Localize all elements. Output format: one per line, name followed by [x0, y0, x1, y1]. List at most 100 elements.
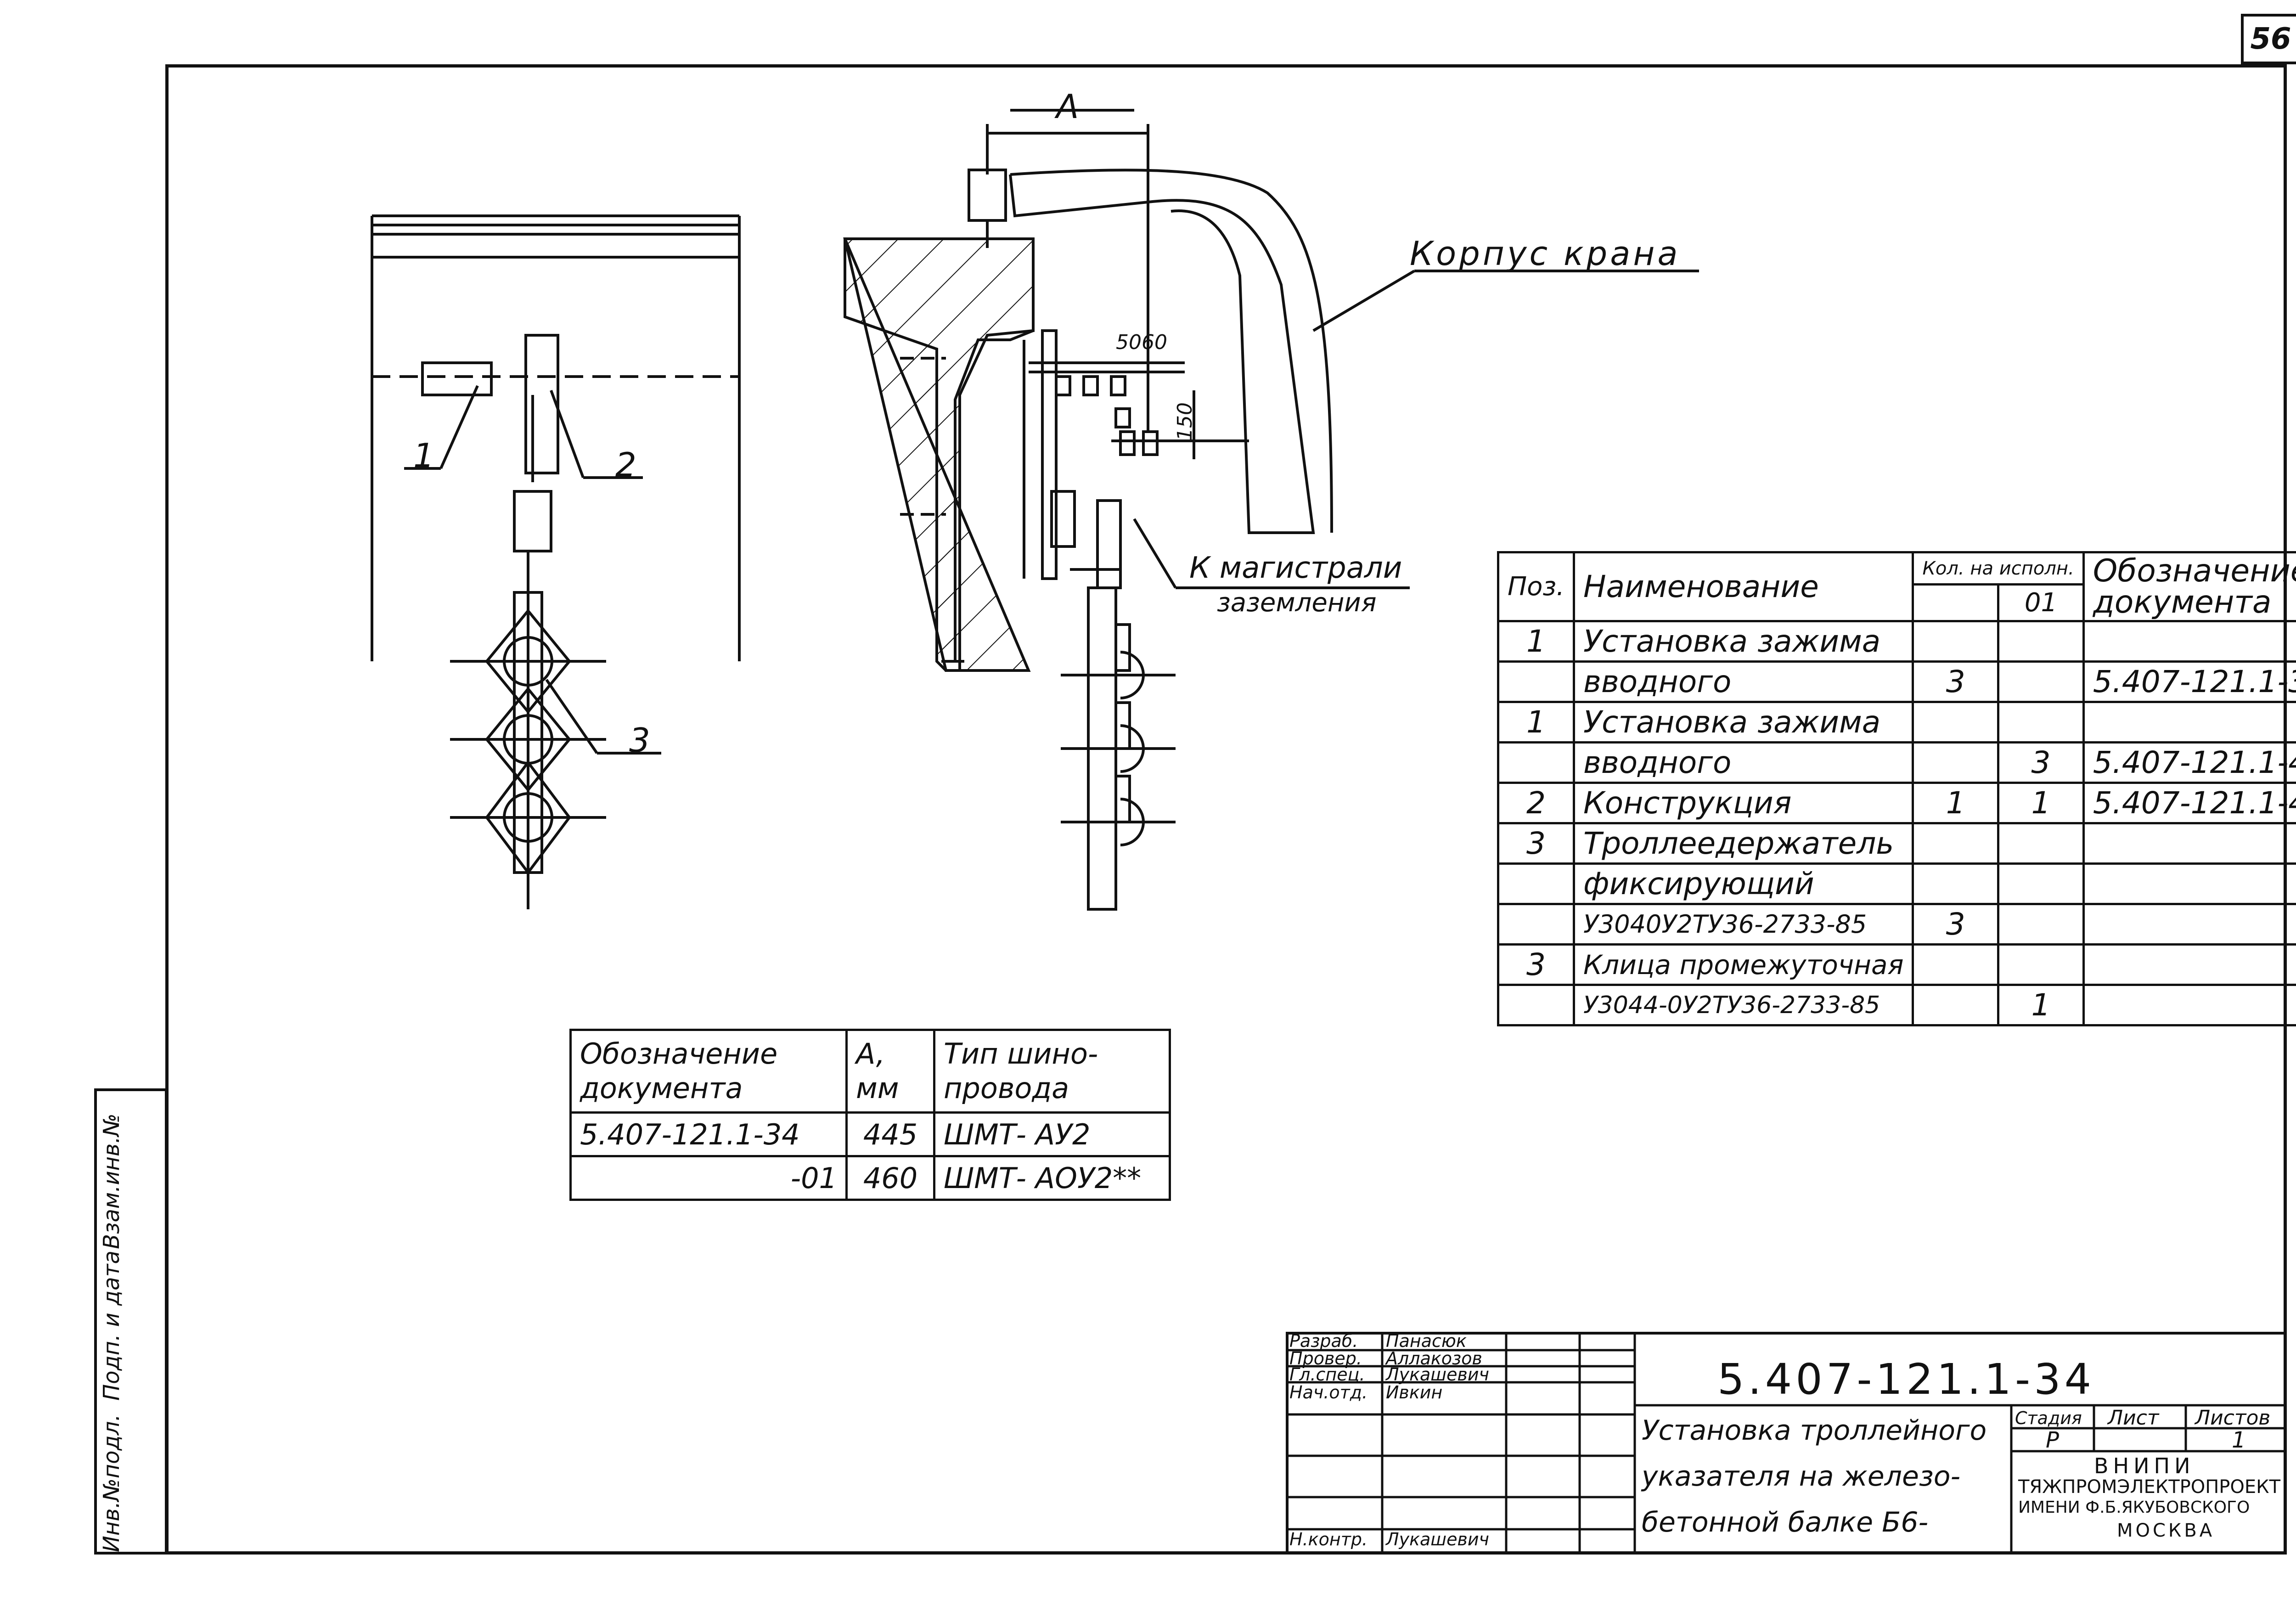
variant-type: ШМТ- АУ2: [933, 1111, 1171, 1157]
tb-role-2: Гл.спец.: [1289, 1364, 1365, 1385]
tb-role-3: Нач.отд.: [1289, 1382, 1368, 1403]
spec-q0: [1912, 701, 2000, 744]
tb-sheets: 1: [2232, 1427, 2246, 1453]
dim-a-label: A: [1056, 87, 1079, 126]
variant-row: 5.407-121.1-34 445 ШМТ- АУ2: [569, 1111, 1171, 1157]
spec-q0: [1912, 822, 2000, 865]
tb-sheets-label: Листов: [2195, 1406, 2271, 1430]
tb-sheet-label: Лист: [2108, 1406, 2159, 1430]
variant-doc: -01: [569, 1155, 848, 1201]
spec-row: 3 Троллеедержатель: [1497, 822, 2296, 865]
variant-header-doc: Обозначение документа: [569, 1029, 848, 1114]
spec-row: У3040У2ТУ36-2733-85 3: [1497, 903, 2296, 946]
tb-org-line-2: ТЯЖПРОМЭЛЕКТРОПРОЕКТ: [2018, 1476, 2281, 1498]
spec-q1: [1997, 943, 2085, 986]
tb-role-0: Разраб.: [1289, 1331, 1358, 1351]
variant-doc: 5.407-121.1-34: [569, 1111, 848, 1157]
tb-name-1: Аллакозов: [1386, 1348, 1482, 1369]
spec-pos: 1: [1497, 701, 1575, 744]
spec-name: Троллеедержатель: [1572, 822, 1914, 865]
spec-q0: [1912, 943, 2000, 986]
label-crane-body: Корпус крана: [1410, 234, 1681, 273]
spec-q1: 1: [1997, 782, 2085, 824]
variant-header-type: Тип шино- провода: [933, 1029, 1171, 1114]
spec-row: фиксирующий: [1497, 862, 2296, 905]
variant-type: ШМТ- АОУ2**: [933, 1155, 1171, 1201]
side-stamp: [94, 1088, 168, 1555]
tb-stage-label: Стадия: [2015, 1408, 2082, 1428]
label-ground-line-2: заземления: [1217, 588, 1377, 618]
spec-row: У3044-0У2ТУ36-2733-85 1: [1497, 984, 2296, 1026]
variant-table: Обозначение документа A, мм Тип шино- пр…: [569, 1029, 1171, 1201]
page-number: 56: [2241, 14, 2296, 64]
spec-q0: [1912, 862, 2000, 905]
callout-1: 1: [413, 436, 434, 475]
spec-q1: [1997, 822, 2085, 865]
spec-doc: 5.407-121.1-40: [2082, 741, 2296, 784]
spec-header-qty: Кол. на исполн.: [1912, 551, 2085, 586]
tb-title-line-2: указателя на железо-: [1642, 1460, 1961, 1493]
dim-5060-label: 5060: [1116, 331, 1167, 354]
spec-q0: 1: [1912, 782, 2000, 824]
spec-q0: [1912, 741, 2000, 784]
tb-role-1: Провер.: [1289, 1348, 1362, 1369]
spec-header-qty-01: 01: [1997, 583, 2085, 622]
tb-org-line-4: МОСКВА: [2117, 1520, 2215, 1541]
spec-header-name: Наименование: [1572, 551, 1914, 622]
spec-name: вводного: [1572, 660, 1914, 703]
spec-q1: [1997, 903, 2085, 946]
spec-pos: 3: [1497, 822, 1575, 865]
tb-name-0: Панасюк: [1386, 1331, 1467, 1351]
spec-row: вводного 3 5.407-121.1-40: [1497, 741, 2296, 784]
variant-row: -01 460 ШМТ- АОУ2**: [569, 1155, 1171, 1201]
spec-q1: 1: [1997, 984, 2085, 1026]
spec-doc: [2082, 943, 2296, 986]
variant-a: 460: [845, 1155, 935, 1201]
spec-header-doc: Обозначение документа: [2082, 551, 2296, 622]
spec-name: Клица промежуточная: [1572, 943, 1914, 986]
spec-row: 3 Клица промежуточная: [1497, 943, 2296, 986]
spec-q0: 3: [1912, 903, 2000, 946]
tb-title-line-1: Установка троллейного: [1642, 1414, 1987, 1447]
spec-name: Установка зажима: [1572, 701, 1914, 744]
spec-q1: [1997, 620, 2085, 663]
spec-doc: [2082, 822, 2296, 865]
spec-pos: 3: [1497, 943, 1575, 986]
tb-name-6: Лукашевич: [1386, 1529, 1489, 1549]
spec-pos: [1497, 903, 1575, 946]
tb-stage: Р: [2046, 1427, 2059, 1453]
specification-table: Поз. Наименование Кол. на исполн. Обозна…: [1497, 551, 2296, 1026]
label-ground-line-1: К магистрали: [1189, 551, 1402, 585]
spec-name: Установка зажима: [1572, 620, 1914, 663]
spec-q0: [1912, 620, 2000, 663]
spec-row: 1 Установка зажима: [1497, 701, 2296, 744]
tb-name-3: Ивкин: [1386, 1382, 1443, 1403]
spec-doc: [2082, 903, 2296, 946]
spec-doc: [2082, 620, 2296, 663]
spec-name: У3044-0У2ТУ36-2733-85: [1572, 984, 1914, 1026]
variant-header-a: A, мм: [845, 1029, 935, 1114]
tb-doc-number: 5.407-121.1-34: [1717, 1355, 2095, 1404]
spec-name: Конструкция: [1572, 782, 1914, 824]
spec-doc: 5.407-121.1-39: [2082, 660, 2296, 703]
callout-2: 2: [615, 445, 636, 484]
spec-doc: [2082, 701, 2296, 744]
tb-org-line-3: ИМЕНИ Ф.Б.ЯКУБОВСКОГО: [2018, 1498, 2250, 1517]
spec-row: вводного 3 5.407-121.1-39: [1497, 660, 2296, 703]
spec-name: фиксирующий: [1572, 862, 1914, 905]
tb-org-line-1: ВНИПИ: [2094, 1453, 2195, 1478]
spec-row: 2 Конструкция 1 1 5.407-121.1-48: [1497, 782, 2296, 824]
spec-doc: [2082, 984, 2296, 1026]
spec-q1: [1997, 660, 2085, 703]
spec-q1: [1997, 701, 2085, 744]
spec-pos: [1497, 660, 1575, 703]
spec-name: У3040У2ТУ36-2733-85: [1572, 903, 1914, 946]
tb-name-2: Лукашевич: [1386, 1364, 1489, 1385]
spec-pos: [1497, 862, 1575, 905]
spec-q1: [1997, 862, 2085, 905]
tb-title-line-3: бетонной балке Б6-: [1642, 1506, 1929, 1538]
title-block: [1286, 1332, 2287, 1555]
spec-name: вводного: [1572, 741, 1914, 784]
spec-q1: 3: [1997, 741, 2085, 784]
